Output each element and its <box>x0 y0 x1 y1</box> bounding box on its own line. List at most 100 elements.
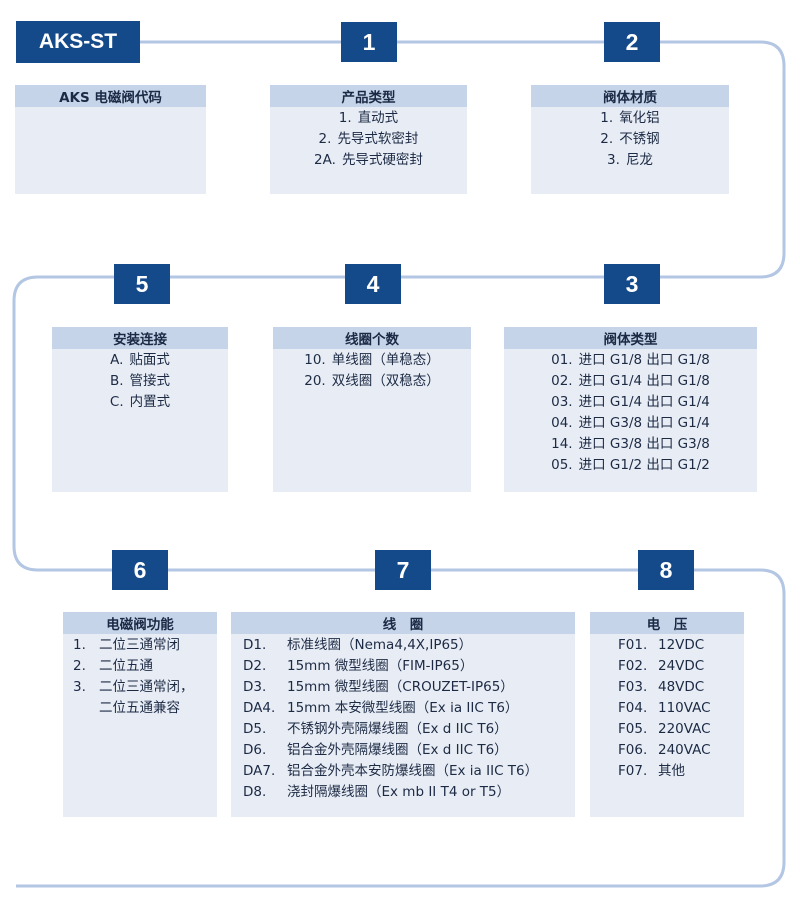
option-item: F03. 48VDC <box>618 677 744 698</box>
option-text: 48VDC <box>658 679 705 695</box>
option-code: 2A. <box>314 152 336 168</box>
option-text: 不锈钢 <box>619 131 660 147</box>
box-header: 电 压 <box>590 612 744 634</box>
option-code: 1. <box>600 110 614 126</box>
option-text: 双线圈（双稳态） <box>331 373 440 389</box>
option-text: 12VDC <box>658 637 705 653</box>
option-text: 贴面式 <box>129 352 170 368</box>
option-code: F05. <box>618 721 648 737</box>
option-code: C. <box>109 394 124 410</box>
option-text: 进口 G3/8 出口 G1/4 <box>578 415 710 431</box>
option-item: C. 内置式 <box>52 392 228 413</box>
option-item: 2.二位五通 <box>73 656 217 677</box>
option-code: B. <box>109 373 124 389</box>
coil-count-box: 线圈个数 10. 单线圈（单稳态） 20. 双线圈（双稳态） <box>273 327 471 492</box>
option-code: 14. <box>551 436 573 452</box>
option-item: 20. 双线圈（双稳态） <box>273 371 471 392</box>
option-item: 03.进口 G1/4 出口 G1/4 <box>504 392 757 413</box>
option-item: D5.不锈钢外壳隔爆线圈（Ex d IIC T6） <box>243 719 575 740</box>
option-code: 05. <box>551 457 573 473</box>
option-code: 2. <box>318 131 332 147</box>
option-item: D3.15mm 微型线圈（CROUZET-IP65） <box>243 677 575 698</box>
option-text: 标准线圈（Nema4,4X,IP65） <box>287 637 473 653</box>
option-text: 单线圈（单稳态） <box>331 352 440 368</box>
option-code: F02. <box>618 658 648 674</box>
option-text: 氧化铝 <box>619 110 660 126</box>
option-code: F04. <box>618 700 648 716</box>
option-text: 尼龙 <box>625 152 653 168</box>
step-7-badge: 7 <box>375 550 431 590</box>
option-code: D6. <box>243 742 267 758</box>
step-3-badge: 3 <box>604 264 660 304</box>
option-item: 10. 单线圈（单稳态） <box>273 350 471 371</box>
option-item: 1. 氧化铝 <box>531 108 729 129</box>
option-text: 220VAC <box>658 721 711 737</box>
option-text: 直动式 <box>357 110 399 126</box>
option-item: F05. 220VAC <box>618 719 744 740</box>
option-text: 先导式软密封 <box>337 131 419 147</box>
option-text: 不锈钢外壳隔爆线圈（Ex d IIC T6） <box>287 721 508 737</box>
option-item: D6.铝合金外壳隔爆线圈（Ex d IIC T6） <box>243 740 575 761</box>
option-item: 3.二位三通常闭， <box>73 677 217 698</box>
option-item: DA7.铝合金外壳本安防爆线圈（Ex ia IIC T6） <box>243 761 575 782</box>
option-code: 10. <box>304 352 326 368</box>
box-header: 线圈个数 <box>273 327 471 349</box>
coil-box: 线 圈 D1. 标准线圈（Nema4,4X,IP65） D2. 15mm 微型线圈（F… <box>231 612 575 817</box>
option-code: D1. <box>243 637 267 653</box>
option-code: D8. <box>243 784 267 800</box>
option-text: 二位五通 <box>99 658 153 674</box>
option-code: F07. <box>618 763 648 779</box>
option-item: 05. 进口 G1/2 出口 G1/2 <box>504 455 757 476</box>
option-code: D2. <box>243 658 267 674</box>
option-text: 铝合金外壳本安防爆线圈（Ex ia IIC T6） <box>287 763 539 779</box>
option-item: B.管接式 <box>52 371 228 392</box>
option-item: 2.不锈钢 <box>531 129 729 150</box>
step-6-badge: 6 <box>112 550 168 590</box>
box-header: AKS 电磁阀代码 <box>15 85 206 107</box>
option-item: D1. 标准线圈（Nema4,4X,IP65） <box>243 635 575 656</box>
option-item: F07.其他 <box>618 761 744 782</box>
option-item: 3.尼龙 <box>531 150 729 171</box>
option-text: 浇封隔爆线圈（Ex mb II T4 or T5） <box>287 784 511 800</box>
option-text: 240VAC <box>658 742 711 758</box>
option-text: 先导式硬密封 <box>341 152 423 168</box>
option-item: 1.直动式 <box>270 108 467 129</box>
option-item: F06.240VAC <box>618 740 744 761</box>
box-header: 线 圈 <box>231 612 575 634</box>
step-4-badge: 4 <box>345 264 401 304</box>
option-code: 04. <box>551 415 573 431</box>
option-text: 15mm 微型线圈（FIM-IP65） <box>287 658 474 674</box>
option-text: 进口 G1/4 出口 G1/8 <box>578 373 710 389</box>
option-code: 03. <box>551 394 573 410</box>
option-code: 20. <box>304 373 326 389</box>
option-item: F04.110VAC <box>618 698 744 719</box>
option-text: 内置式 <box>129 394 171 410</box>
option-item: F02.24VDC <box>618 656 744 677</box>
option-item: 02.进口 G1/4 出口 G1/8 <box>504 371 757 392</box>
option-code: A. <box>110 352 124 368</box>
option-item: A. 贴面式 <box>52 350 228 371</box>
option-text: 进口 G1/2 出口 G1/2 <box>578 457 710 473</box>
box-header: 产品类型 <box>270 85 467 107</box>
option-text: 进口 G1/8 出口 G1/8 <box>578 352 710 368</box>
voltage-box: 电 压 F01. 12VDC F02.24VDC F03. 48VDC F04.110VA… <box>590 612 744 817</box>
box-header: 阀体材质 <box>531 85 729 107</box>
option-code: F01. <box>618 637 648 653</box>
aks-code-box: AKS 电磁阀代码 <box>15 85 206 194</box>
option-code: 01. <box>551 352 573 368</box>
option-item: F01. 12VDC <box>618 635 744 656</box>
option-item: D2. 15mm 微型线圈（FIM-IP65） <box>243 656 575 677</box>
option-item: 04. 进口 G3/8 出口 G1/4 <box>504 413 757 434</box>
option-text: 进口 G3/8 出口 G3/8 <box>578 436 710 452</box>
option-code: F03. <box>618 679 648 695</box>
model-code-badge: AKS-ST <box>16 21 140 63</box>
option-text: 15mm 本安微型线圈（Ex ia IIC T6） <box>287 700 519 716</box>
step-1-badge: 1 <box>341 22 397 62</box>
option-item: 2. 先导式软密封 <box>270 129 467 150</box>
option-code: 3. <box>73 679 86 695</box>
box-header: 安装连接 <box>52 327 228 349</box>
